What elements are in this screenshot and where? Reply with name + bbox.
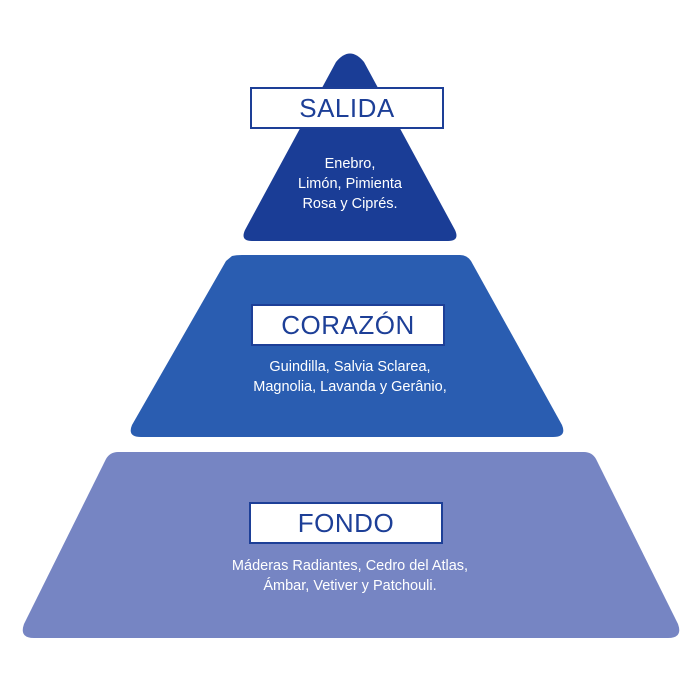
tier-fondo-note-line: Ámbar, Vetiver y Patchouli. [263, 578, 437, 594]
tier-salida-title-box: SALIDA [250, 87, 444, 129]
tier-fondo-title: FONDO [297, 507, 395, 538]
tier-salida-note-line: Enebro, [324, 156, 376, 172]
tier-fondo-title-box: FONDO [249, 502, 443, 544]
tier-corazon-shape [130, 255, 564, 437]
tier-salida-note-line: Rosa y Ciprés. [302, 196, 398, 212]
tier-corazon-title-box: CORAZÓN [251, 304, 445, 346]
tier-corazon-note-line: Magnolia, Lavanda y Gerânio, [253, 379, 447, 395]
tier-corazon-title: CORAZÓN [281, 309, 415, 340]
tier-fondo-note-line: Máderas Radiantes, Cedro del Atlas, [231, 558, 469, 574]
tier-salida-note-line: Limón, Pimienta [298, 176, 402, 192]
tier-salida-shape [243, 53, 457, 241]
tier-corazon-notes: Guindilla, Salvia Sclarea, Magnolia, Lav… [200, 357, 500, 397]
tier-corazon-note-line: Guindilla, Salvia Sclarea, [269, 359, 431, 375]
tier-salida-notes: Enebro, Limón, Pimienta Rosa y Ciprés. [250, 154, 450, 214]
tier-fondo-shape [22, 452, 680, 638]
tier-salida-title: SALIDA [299, 92, 395, 123]
tier-fondo-notes: Máderas Radiantes, Cedro del Atlas, Ámba… [175, 556, 525, 596]
